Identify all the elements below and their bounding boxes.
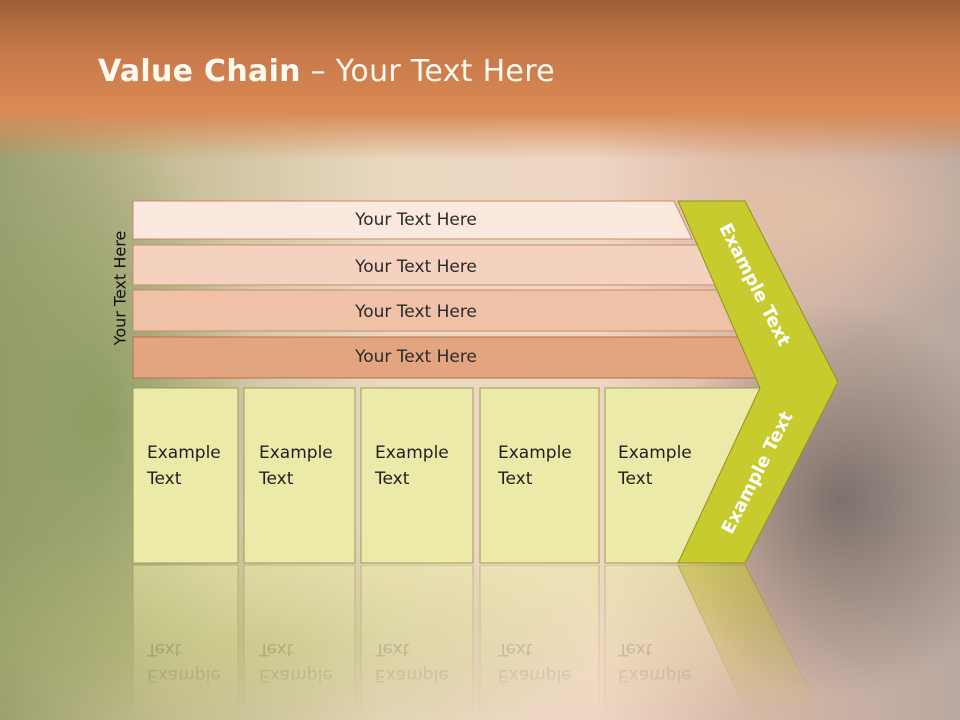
cell-5-line1: Example [618, 443, 692, 463]
cell-1-shape [132, 387, 239, 564]
cell-4-line1: Example [498, 443, 572, 463]
reflection-text-4: Example [498, 665, 572, 685]
cell-2-line1: Example [259, 443, 333, 463]
reflection-text-1: Example [147, 665, 221, 685]
cell-3-line2: Text [374, 469, 410, 489]
chevron-shape [677, 200, 839, 564]
cell-3-shape [360, 387, 474, 564]
row-4-label: Your Text Here [354, 347, 477, 367]
reflection-text-1b: Text [146, 639, 182, 659]
title-bold: Value Chain [98, 54, 301, 89]
row-1-label: Your Text Here [354, 210, 477, 230]
cell-2-line2: Text [258, 469, 294, 489]
header-band [0, 0, 960, 160]
slide-title: Value Chain – Your Text Here [98, 54, 555, 89]
reflection-text-4b: Text [497, 639, 533, 659]
row-1-shape [132, 200, 693, 240]
cell-3-line1: Example [375, 443, 449, 463]
reflection-text-5: Example [618, 665, 692, 685]
cell-1-line1: Example [147, 443, 221, 463]
cells-reflection: Example Text Example Text Example Text E… [132, 564, 826, 720]
row-2-label: Your Text Here [354, 257, 477, 277]
title-subtitle: – Your Text Here [300, 54, 555, 89]
reflection-text-3: Example [375, 665, 449, 685]
row-3-label: Your Text Here [354, 302, 477, 322]
cell-5-line2: Text [617, 469, 653, 489]
cell-4-line2: Text [497, 469, 533, 489]
reflection-text-2b: Text [258, 639, 294, 659]
cell-4-shape [479, 387, 600, 564]
cell-1-line2: Text [146, 469, 182, 489]
side-label: Your Text Here [111, 231, 130, 347]
primary-cells: Example Text Example Text Example Text E… [132, 387, 761, 564]
support-rows: Your Text Here Your Text Here Your Text … [132, 200, 764, 379]
cell-2-shape [243, 387, 356, 564]
reflection-text-5b: Text [617, 639, 653, 659]
reflection-text-3b: Text [374, 639, 410, 659]
reflection-text-2: Example [259, 665, 333, 685]
